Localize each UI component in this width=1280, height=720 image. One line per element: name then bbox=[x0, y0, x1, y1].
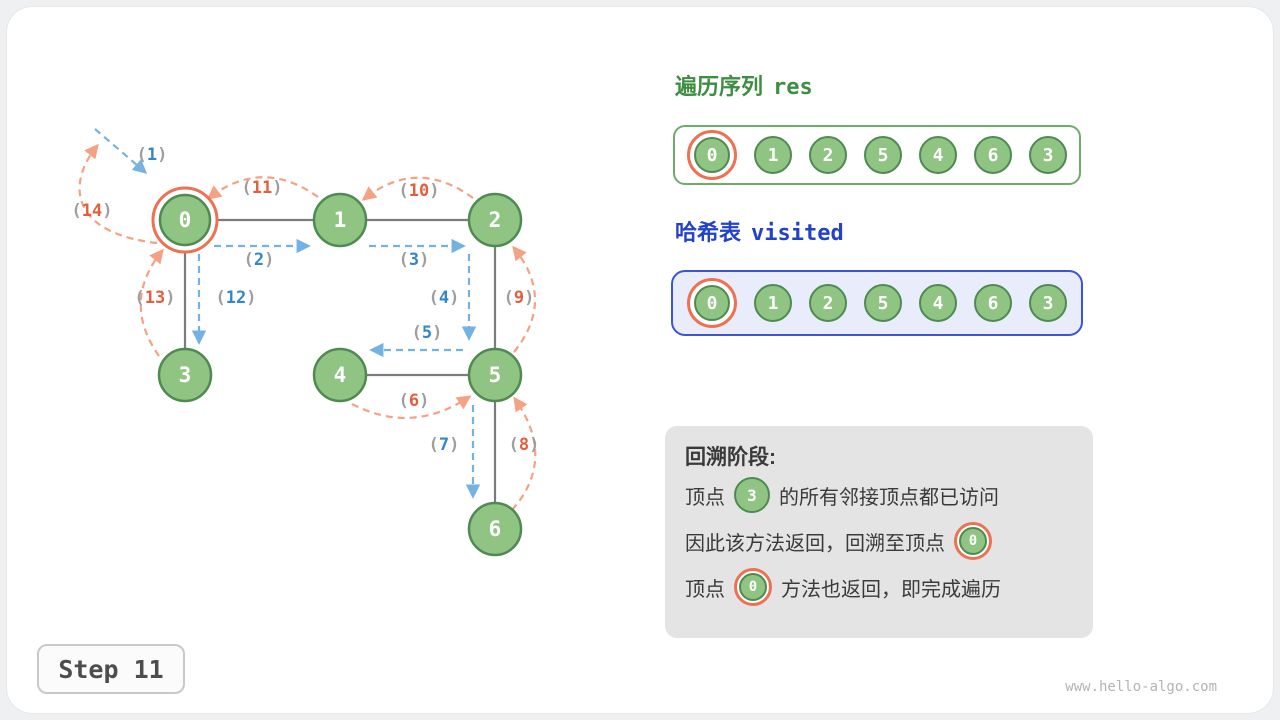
res-title-code: res bbox=[773, 75, 813, 100]
graph-node-0-highlighted: 0 bbox=[151, 186, 219, 254]
graph-node-5-label: 5 bbox=[489, 363, 502, 387]
note-line-1-pre: 顶点 bbox=[685, 486, 725, 509]
graph-node-2: 2 bbox=[467, 192, 523, 248]
graph-edges bbox=[183, 218, 497, 503]
visited-title-code: visited bbox=[751, 221, 844, 246]
res-sequence-box: 0 1 2 5 4 6 3 bbox=[673, 125, 1081, 185]
visited-node: 5 bbox=[864, 284, 902, 322]
backtrack-arrow-step13 bbox=[139, 248, 164, 357]
step-label-13: (13) bbox=[135, 288, 176, 308]
visited-node: 4 bbox=[919, 284, 957, 322]
visited-node: 6 bbox=[974, 284, 1012, 322]
res-node: 1 bbox=[754, 136, 792, 174]
step-label-2: (2) bbox=[244, 250, 275, 270]
visited-node: 0 bbox=[694, 285, 730, 321]
graph-node-3: 3 bbox=[157, 347, 213, 403]
step-label-3: (3) bbox=[399, 250, 430, 270]
visited-node: 1 bbox=[754, 284, 792, 322]
graph-node-6-label: 6 bbox=[489, 517, 502, 541]
backtrack-arrows bbox=[78, 143, 537, 511]
watermark: www.hello-algo.com bbox=[1065, 679, 1217, 695]
graph-node-4-label: 4 bbox=[334, 363, 347, 387]
visited-title-zh: 哈希表 bbox=[675, 220, 742, 245]
inline-node-0-highlighted: 0 bbox=[734, 568, 772, 606]
step-label-11: (11) bbox=[242, 178, 283, 198]
note-line-3-post: 方法也返回，即完成遍历 bbox=[781, 578, 1001, 601]
graph-node-1: 1 bbox=[312, 192, 368, 248]
step-label-10: (10) bbox=[399, 181, 440, 201]
visit-arrows bbox=[94, 128, 481, 499]
res-node: 5 bbox=[864, 136, 902, 174]
step-label-5: (5) bbox=[412, 323, 443, 343]
note-line-2-pre: 因此该方法返回，回溯至顶点 bbox=[685, 532, 945, 555]
step-label-4: (4) bbox=[429, 288, 460, 308]
graph-node-6: 6 bbox=[467, 501, 523, 557]
visited-node-highlighted: 0 bbox=[687, 278, 737, 328]
res-panel-title: 遍历序列 res bbox=[675, 69, 813, 101]
note-line-3-pre: 顶点 bbox=[685, 578, 725, 601]
backtrack-arrow-step11 bbox=[206, 176, 319, 200]
backtrack-arrow-step10 bbox=[361, 176, 474, 201]
res-title-zh: 遍历序列 bbox=[675, 74, 764, 99]
note-line-3: 顶点 0 方法也返回，即完成遍历 bbox=[685, 564, 1073, 610]
backtrack-arrow-step9 bbox=[512, 245, 537, 353]
step-labels: (1) (2) (3) (4) (5) (6) (7) (8) (9) (10)… bbox=[72, 145, 540, 455]
step-badge: Step 11 bbox=[37, 644, 185, 694]
res-node: 4 bbox=[919, 136, 957, 174]
graph-node-0-label: 0 bbox=[179, 208, 192, 232]
step-label-1: (1) bbox=[137, 145, 168, 165]
visited-node: 2 bbox=[809, 284, 847, 322]
visit-arrow-step1 bbox=[94, 128, 148, 174]
graph-node-5: 5 bbox=[467, 347, 523, 403]
visited-hash-box: 0 1 2 5 4 6 3 bbox=[671, 270, 1083, 336]
inline-node-3: 3 bbox=[734, 477, 770, 513]
graph-node-1-label: 1 bbox=[334, 208, 347, 232]
inline-node-0: 0 bbox=[739, 573, 767, 601]
backtrack-note-box: 回溯阶段: 顶点 3 的所有邻接顶点都已访问 因此该方法返回，回溯至顶点 0 顶… bbox=[665, 426, 1093, 638]
note-line-1-post: 的所有邻接顶点都已访问 bbox=[779, 486, 999, 509]
backtrack-arrow-step6 bbox=[351, 395, 472, 419]
step-label-8: (8) bbox=[509, 435, 540, 455]
step-label-12: (12) bbox=[216, 288, 257, 308]
graph-node-4: 4 bbox=[312, 347, 368, 403]
graph-node-2-label: 2 bbox=[489, 208, 502, 232]
graph-nodes: 0 1 2 3 4 5 6 bbox=[151, 186, 523, 557]
backtrack-arrow-step14 bbox=[78, 143, 158, 245]
inline-node-0: 0 bbox=[959, 527, 987, 555]
step-label-9: (9) bbox=[504, 288, 535, 308]
graph-node-3-label: 3 bbox=[179, 363, 192, 387]
res-node: 2 bbox=[809, 136, 847, 174]
note-line-1: 顶点 3 的所有邻接顶点都已访问 bbox=[685, 472, 1073, 518]
step-label-6: (6) bbox=[399, 391, 430, 411]
note-heading: 回溯阶段: bbox=[685, 446, 776, 469]
backtrack-arrow-step8 bbox=[511, 396, 537, 511]
note-line-2: 因此该方法返回，回溯至顶点 0 bbox=[685, 518, 1073, 564]
graph-canvas: (1) (2) (3) (4) (5) (6) (7) (8) (9) (10)… bbox=[72, 128, 540, 557]
res-node: 6 bbox=[974, 136, 1012, 174]
visited-panel-title: 哈希表 visited bbox=[675, 215, 844, 247]
inline-node-0-highlighted: 0 bbox=[954, 522, 992, 560]
visited-node: 3 bbox=[1029, 284, 1067, 322]
step-label-14: (14) bbox=[72, 201, 113, 221]
figure-card: (1) (2) (3) (4) (5) (6) (7) (8) (9) (10)… bbox=[6, 6, 1274, 714]
res-node: 0 bbox=[694, 137, 730, 173]
res-node: 3 bbox=[1029, 136, 1067, 174]
step-label-7: (7) bbox=[429, 435, 460, 455]
res-node-highlighted: 0 bbox=[687, 130, 737, 180]
